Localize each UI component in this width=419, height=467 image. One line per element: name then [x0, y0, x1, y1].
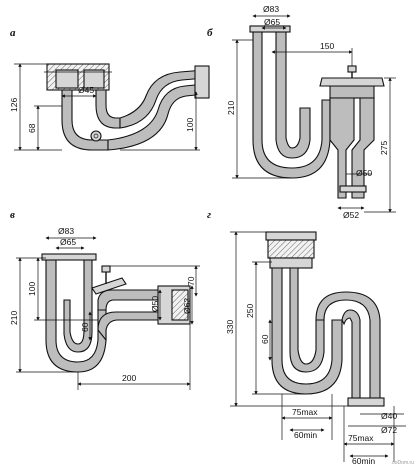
dim-v-d62: Ø62 [182, 298, 192, 314]
panel-a: а 126 68 [9, 27, 210, 151]
dim-v-d83: Ø83 [58, 226, 74, 236]
dim-v-d65: Ø65 [60, 237, 76, 247]
dim-g-d40: Ø40 [381, 411, 397, 421]
dim-v-210: 210 [9, 311, 19, 325]
dim-v-200: 200 [122, 373, 136, 383]
dim-g-75max-1: 75max [292, 407, 318, 417]
dim-g-330: 330 [225, 320, 235, 334]
dim-v-d50: Ø50 [150, 296, 160, 312]
dim-a-100: 100 [185, 118, 195, 132]
dim-b-d52: Ø52 [343, 210, 359, 220]
dim-v-70: 70 [186, 276, 196, 286]
dim-g-60min-1: 60min [294, 430, 317, 440]
dim-v-100: 100 [27, 282, 37, 296]
panel-b-letter: б [207, 27, 213, 39]
siphon-a-drawing [44, 63, 210, 151]
dim-g-75max-2: 75max [348, 433, 374, 443]
dim-b-d50: Ø50 [356, 168, 372, 178]
panel-g-dimensions: 330 250 60 75max 60min 75max 60min Ø40 Ø… [225, 231, 406, 466]
panel-a-dimensions: 126 68 100 Ø45 [9, 63, 200, 151]
panel-v: в Ø83 Ø65 100 [9, 209, 200, 390]
dim-a-126: 126 [9, 98, 19, 112]
dim-a-d45: Ø45 [78, 85, 94, 95]
panel-b-dimensions: Ø83 Ø65 150 210 275 Ø50 Ø52 [226, 4, 396, 220]
dim-b-150: 150 [320, 41, 334, 51]
dim-g-250: 250 [245, 304, 255, 318]
siphon-g-drawing [265, 231, 385, 407]
dim-a-68: 68 [27, 123, 37, 133]
credit-watermark: ooDom.ru [392, 460, 414, 466]
panel-a-letter: а [10, 27, 16, 39]
panel-v-letter: в [10, 209, 15, 221]
dim-b-d83: Ø83 [263, 4, 279, 14]
panel-g-letter: г [207, 209, 211, 221]
dim-v-60: 60 [80, 322, 90, 332]
panel-g: г 330 250 60 [207, 209, 406, 466]
siphon-v-drawing [41, 253, 191, 373]
panel-b: б Ø83 Ø65 150 210 [207, 4, 396, 220]
dim-g-d72: Ø72 [381, 425, 397, 435]
panel-v-dimensions: Ø83 Ø65 100 210 60 Ø50 Ø62 70 200 [9, 226, 200, 390]
dim-g-60: 60 [260, 334, 270, 344]
dim-b-275: 275 [379, 141, 389, 155]
dim-b-210: 210 [226, 101, 236, 115]
dim-b-d65: Ø65 [264, 17, 280, 27]
dim-g-60min-2: 60min [352, 456, 375, 466]
